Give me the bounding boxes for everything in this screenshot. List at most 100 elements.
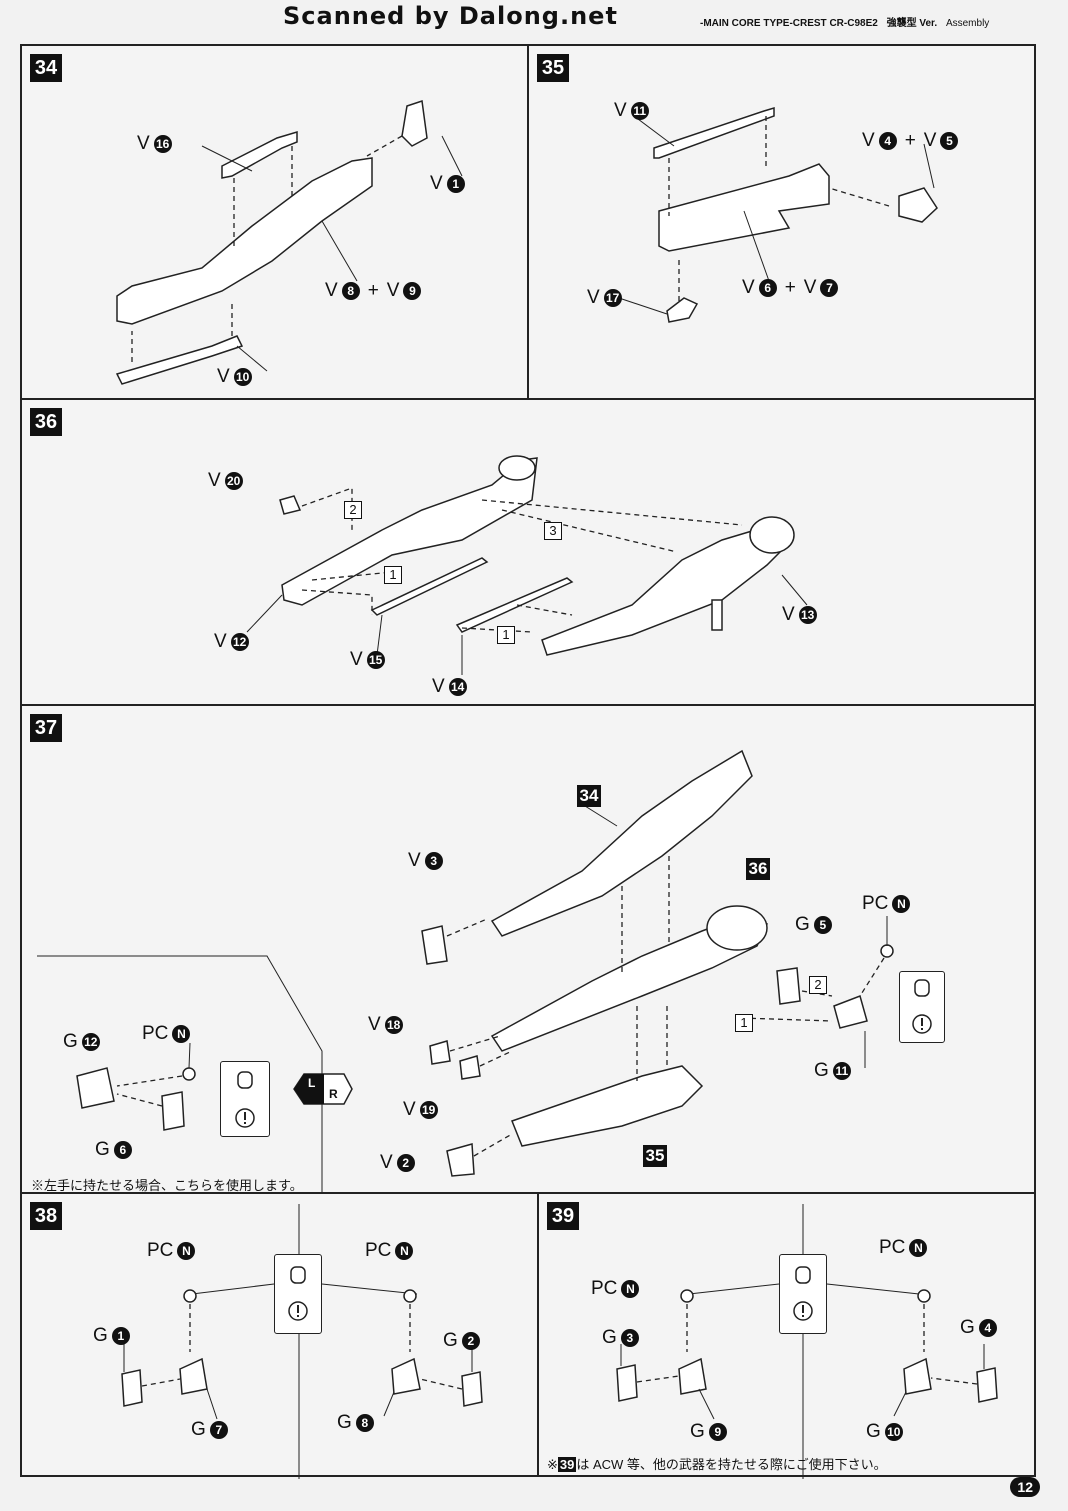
part-number: 18: [384, 1016, 403, 1034]
part-number: 6: [113, 1141, 132, 1159]
label-v10: V 10: [217, 366, 252, 388]
part-number: 12: [230, 633, 249, 651]
caution-box: [274, 1254, 322, 1334]
label-pc-n-right: PC N: [862, 893, 911, 915]
label-letter: V: [432, 676, 445, 697]
left-hand-note: ※左手に持たせる場合、こちらを使用します。: [31, 1178, 303, 1193]
step-35-diagram: [618, 106, 938, 323]
frame-ring: [498, 455, 536, 481]
label-g6: G 6: [95, 1139, 132, 1161]
part-number: 10: [884, 1423, 903, 1441]
label-letter: PC: [591, 1278, 618, 1299]
part-g3: [616, 1364, 638, 1402]
step-34-diagram: [115, 100, 463, 385]
label-v6-v7: V 6 + V 7: [742, 277, 839, 299]
label-letter: V: [408, 850, 421, 871]
label-v3: V 3: [408, 850, 443, 872]
label-pc-n-right: PC N: [365, 1240, 414, 1262]
lr-right-label: R: [329, 1087, 338, 1101]
step-34-number: 34: [30, 54, 62, 82]
step-39-diagram: [616, 1204, 998, 1479]
label-letter: V: [403, 1099, 416, 1120]
label-g2: G 2: [443, 1330, 480, 1352]
label-letter: PC: [365, 1240, 392, 1261]
part-v3: [421, 925, 448, 965]
label-g12: G 12: [63, 1031, 100, 1053]
part-g4: [976, 1367, 998, 1403]
frame-left: [281, 457, 538, 606]
top-rail-part: [221, 130, 298, 179]
barrel-body: [116, 157, 373, 325]
label-letter: PC: [879, 1237, 906, 1258]
part-number: 11: [832, 1062, 851, 1080]
part-number: 7: [820, 279, 839, 297]
label-g9: G 9: [690, 1421, 727, 1443]
order-marker: 1: [384, 566, 402, 584]
label-letter: V: [386, 280, 400, 301]
frame-right-ring: [749, 516, 795, 554]
part-number: N: [395, 1242, 414, 1260]
part-number: 10: [233, 368, 252, 386]
hand-g12: [76, 1067, 115, 1109]
label-letter: G: [93, 1325, 108, 1346]
step-37-panel: 37 34 36 35 2 1 V 3 G 5 PC N V 18: [20, 704, 1036, 1196]
part-number: 3: [424, 852, 443, 870]
ref-step-36: 36: [746, 858, 770, 880]
rack-part: [370, 557, 489, 616]
ref-step-35: 35: [643, 1145, 667, 1167]
hand-g10: [903, 1357, 932, 1395]
part-number: 17: [603, 289, 622, 307]
label-letter: G: [95, 1139, 110, 1160]
label-g4: G 4: [960, 1317, 997, 1339]
label-letter: V: [923, 130, 937, 151]
label-v8-v9: V 8 + V 9: [325, 280, 422, 302]
part-number: 14: [448, 678, 467, 696]
step-36-panel: 36 2 3 1 1 V 20 V 12 V 15 V 14 V 13: [20, 398, 1036, 706]
grip-part: [666, 297, 699, 323]
label-letter: PC: [142, 1023, 169, 1044]
order-marker: 2: [344, 501, 362, 519]
caution-box: [779, 1254, 827, 1334]
label-letter: G: [960, 1317, 975, 1338]
label-letter: V: [803, 277, 817, 298]
step-36-number: 36: [30, 408, 62, 436]
step-37-diagram: [37, 749, 894, 1196]
part-number: 1: [446, 175, 465, 193]
part-number: 11: [630, 102, 649, 120]
assembly-34: [490, 749, 753, 937]
label-letter: V: [325, 280, 338, 301]
step-36-diagram: [246, 455, 808, 675]
label-v11: V 11: [614, 100, 649, 122]
label-pc-n-left: PC N: [147, 1240, 196, 1262]
assembly-36-ring: [706, 905, 768, 951]
part-number: N: [177, 1242, 196, 1260]
part-number: 5: [813, 916, 832, 934]
order-marker: 2: [809, 976, 827, 994]
part-number: 2: [396, 1154, 415, 1172]
pc-n-left: [183, 1289, 197, 1303]
rod-part: [455, 577, 574, 633]
label-v1: V 1: [430, 173, 465, 195]
label-letter: G: [814, 1060, 829, 1081]
label-v2: V 2: [380, 1152, 415, 1174]
top-rail-part: [653, 106, 775, 159]
assembly-35: [511, 1065, 704, 1147]
part-number: 15: [366, 651, 385, 669]
label-letter: V: [208, 470, 221, 491]
scanner-watermark: Scanned by Dalong.net: [283, 2, 618, 30]
label-letter: V: [587, 287, 600, 308]
label-letter: V: [380, 1152, 393, 1173]
pc-n-right: [917, 1289, 931, 1303]
small-gear: [279, 495, 302, 515]
part-number: N: [172, 1025, 191, 1043]
label-v4-v5: V 4 + V 5: [862, 130, 959, 152]
label-v14: V 14: [432, 676, 467, 698]
part-number: 19: [419, 1101, 438, 1119]
part-number: 9: [403, 282, 422, 300]
step-39-panel: 39 PC N PC N G 3 G 4 G 9 G: [537, 1192, 1036, 1479]
part-number: 3: [620, 1329, 639, 1347]
label-letter: G: [795, 914, 810, 935]
lr-indicator: [293, 1073, 353, 1105]
ref-step-34: 34: [577, 785, 601, 807]
cap-part: [401, 100, 428, 147]
